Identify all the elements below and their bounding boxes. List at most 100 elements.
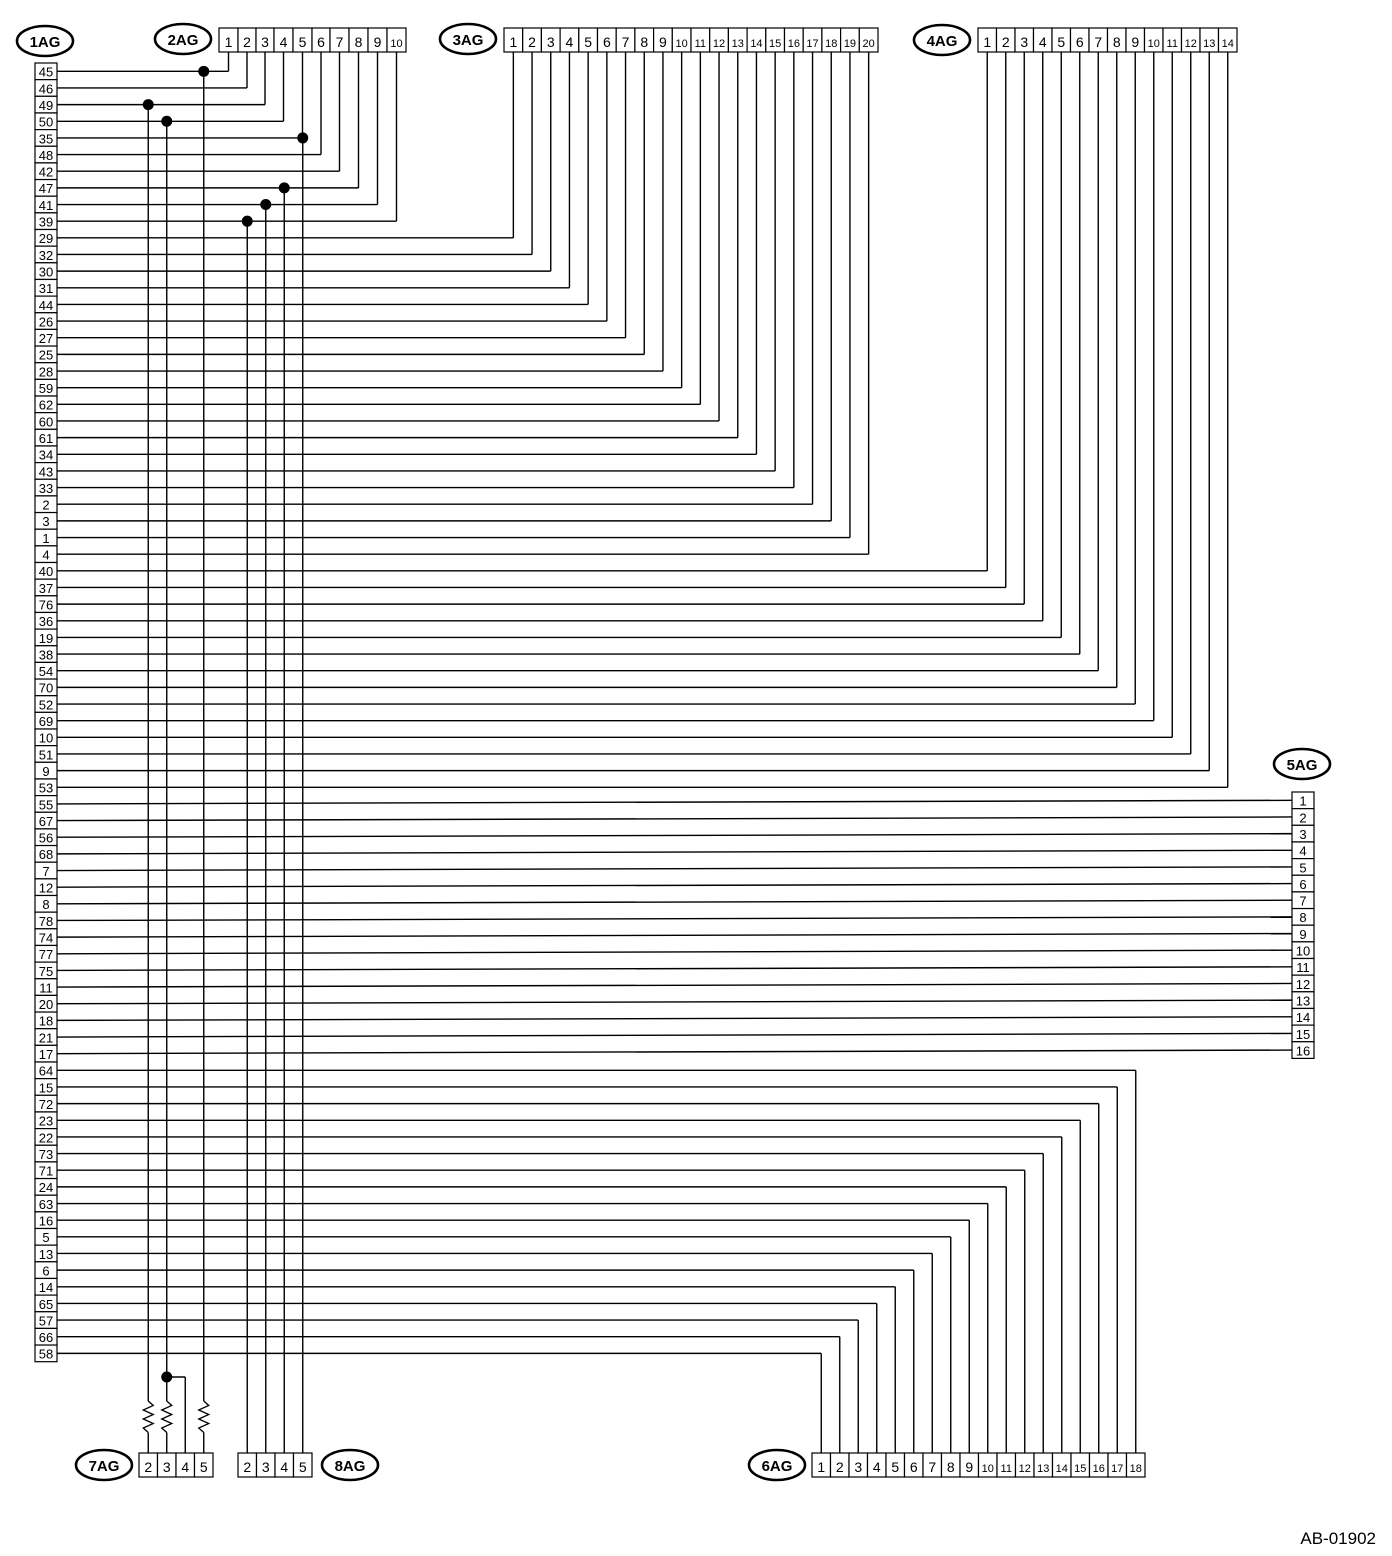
1ag-pin-8-label: 8 — [42, 897, 49, 912]
1ag-pin-29-label: 29 — [39, 231, 53, 246]
1ag-pin-6-label: 6 — [42, 1263, 49, 1278]
1ag-pin-31-label: 31 — [39, 281, 53, 296]
1ag-pin-19-label: 19 — [39, 631, 53, 646]
5ag-wire — [56, 849, 1293, 855]
6ag-pin-17-label: 17 — [1111, 1463, 1123, 1475]
3ag-pin-18-label: 18 — [825, 38, 837, 50]
1ag-pin-27-label: 27 — [39, 331, 53, 346]
1ag-pin-30-label: 30 — [39, 264, 53, 279]
connector-1ag-label-oval — [15, 24, 75, 58]
1ag-pin-3-label: 3 — [42, 514, 49, 529]
4ag-pin-12-label: 12 — [1185, 38, 1197, 50]
3ag-pin-11-label: 11 — [695, 38, 706, 50]
4ag-pin-1-label: 1 — [983, 34, 991, 50]
5ag-wire — [56, 1049, 1293, 1055]
5ag-pin-12-label: 12 — [1296, 977, 1310, 992]
4ag-pin-6-label: 6 — [1076, 34, 1084, 50]
1ag-pin-24-label: 24 — [39, 1180, 53, 1195]
3ag-pin-10-label: 10 — [676, 38, 688, 50]
3ag-pin-9-label: 9 — [659, 34, 667, 50]
1ag-pin-68-label: 68 — [39, 847, 53, 862]
1ag-pin-35-label: 35 — [39, 131, 53, 146]
1ag-pin-46-label: 46 — [39, 81, 53, 96]
7ag-pin-2-label: 2 — [144, 1459, 152, 1475]
1ag-pin-26-label: 26 — [39, 314, 53, 329]
6ag-pin-9-label: 9 — [965, 1459, 973, 1475]
5ag-wire — [56, 1016, 1293, 1022]
5ag-pin-10-label: 10 — [1296, 944, 1310, 959]
6ag-pin-10-label: 10 — [982, 1463, 994, 1475]
1ag-pin-5-label: 5 — [42, 1230, 49, 1245]
6ag-pin-14-label: 14 — [1056, 1463, 1068, 1475]
1ag-pin-76-label: 76 — [39, 597, 53, 612]
figure-id: AB-01902 — [1300, 1529, 1376, 1548]
1ag-pin-69-label: 69 — [39, 714, 53, 729]
1ag-pin-17-label: 17 — [39, 1047, 53, 1062]
3ag-pin-13-label: 13 — [732, 38, 744, 50]
1ag-pin-28-label: 28 — [39, 364, 53, 379]
5ag-pin-4-label: 4 — [1299, 844, 1306, 859]
6ag-pin-16-label: 16 — [1093, 1463, 1105, 1475]
5ag-wire — [56, 882, 1293, 888]
6ag-pin-1-label: 1 — [817, 1459, 825, 1475]
1ag-pin-58-label: 58 — [39, 1347, 53, 1362]
1ag-pin-42-label: 42 — [39, 165, 53, 180]
connector-8ag-label-oval — [320, 1448, 380, 1482]
6ag-pin-4-label: 4 — [873, 1459, 881, 1475]
1ag-pin-21-label: 21 — [39, 1030, 53, 1045]
7ag-resistor-5 — [197, 1400, 211, 1433]
5ag-wire — [56, 899, 1293, 905]
5ag-pin-8-label: 8 — [1299, 910, 1306, 925]
4ag-pin-8-label: 8 — [1113, 34, 1121, 50]
1ag-pin-9-label: 9 — [42, 764, 49, 779]
3ag-pin-4-label: 4 — [566, 34, 574, 50]
5ag-pin-14-label: 14 — [1296, 1010, 1310, 1025]
1ag-pin-72-label: 72 — [39, 1097, 53, 1112]
5ag-wire — [56, 916, 1293, 922]
5ag-pin-6-label: 6 — [1299, 877, 1306, 892]
1ag-pin-55-label: 55 — [39, 797, 53, 812]
1ag-pin-78-label: 78 — [39, 914, 53, 929]
4ag-pin-9-label: 9 — [1131, 34, 1139, 50]
3ag-pin-2-label: 2 — [528, 34, 536, 50]
1ag-pin-74-label: 74 — [39, 930, 53, 945]
1ag-pin-53-label: 53 — [39, 781, 53, 796]
2ag-pin-4-label: 4 — [280, 34, 288, 50]
1ag-pin-65-label: 65 — [39, 1297, 53, 1312]
1ag-pin-41-label: 41 — [39, 198, 53, 213]
1ag-pin-59-label: 59 — [39, 381, 53, 396]
5ag-pin-9-label: 9 — [1299, 927, 1306, 942]
1ag-pin-70-label: 70 — [39, 681, 53, 696]
connector-1ag-label: 1AG — [30, 34, 61, 51]
3ag-pin-20-label: 20 — [863, 38, 875, 50]
connector-6ag-label: 6AG — [762, 1458, 793, 1475]
1ag-pin-37-label: 37 — [39, 581, 53, 596]
4ag-pin-2-label: 2 — [1002, 34, 1010, 50]
6ag-pin-3-label: 3 — [854, 1459, 862, 1475]
1ag-pin-57-label: 57 — [39, 1313, 53, 1328]
6ag-pin-7-label: 7 — [928, 1459, 936, 1475]
5ag-wire — [56, 866, 1293, 872]
3ag-pin-14-label: 14 — [750, 38, 762, 50]
connector-6ag-label-oval — [747, 1448, 807, 1482]
5ag-pin-16-label: 16 — [1296, 1043, 1310, 1058]
3ag-pin-7-label: 7 — [622, 34, 630, 50]
1ag-pin-16-label: 16 — [39, 1214, 53, 1229]
3ag-pin-12-label: 12 — [713, 38, 725, 50]
1ag-pin-66-label: 66 — [39, 1330, 53, 1345]
4ag-pin-10-label: 10 — [1148, 38, 1160, 50]
connector-3ag-label-oval — [438, 22, 498, 56]
connector-4ag-label: 4AG — [927, 33, 958, 50]
3ag-pin-3-label: 3 — [547, 34, 555, 50]
5ag-wire — [56, 1032, 1293, 1038]
5ag-wire — [56, 982, 1293, 988]
1ag-pin-39-label: 39 — [39, 215, 53, 230]
5ag-wire — [56, 999, 1293, 1005]
4ag-pin-7-label: 7 — [1094, 34, 1102, 50]
1ag-pin-36-label: 36 — [39, 614, 53, 629]
1ag-pin-4-label: 4 — [42, 548, 49, 563]
8ag-pin-3-label: 3 — [262, 1459, 270, 1475]
3ag-pin-5-label: 5 — [584, 34, 592, 50]
1ag-pin-61-label: 61 — [39, 431, 53, 446]
5ag-pin-3-label: 3 — [1299, 827, 1306, 842]
